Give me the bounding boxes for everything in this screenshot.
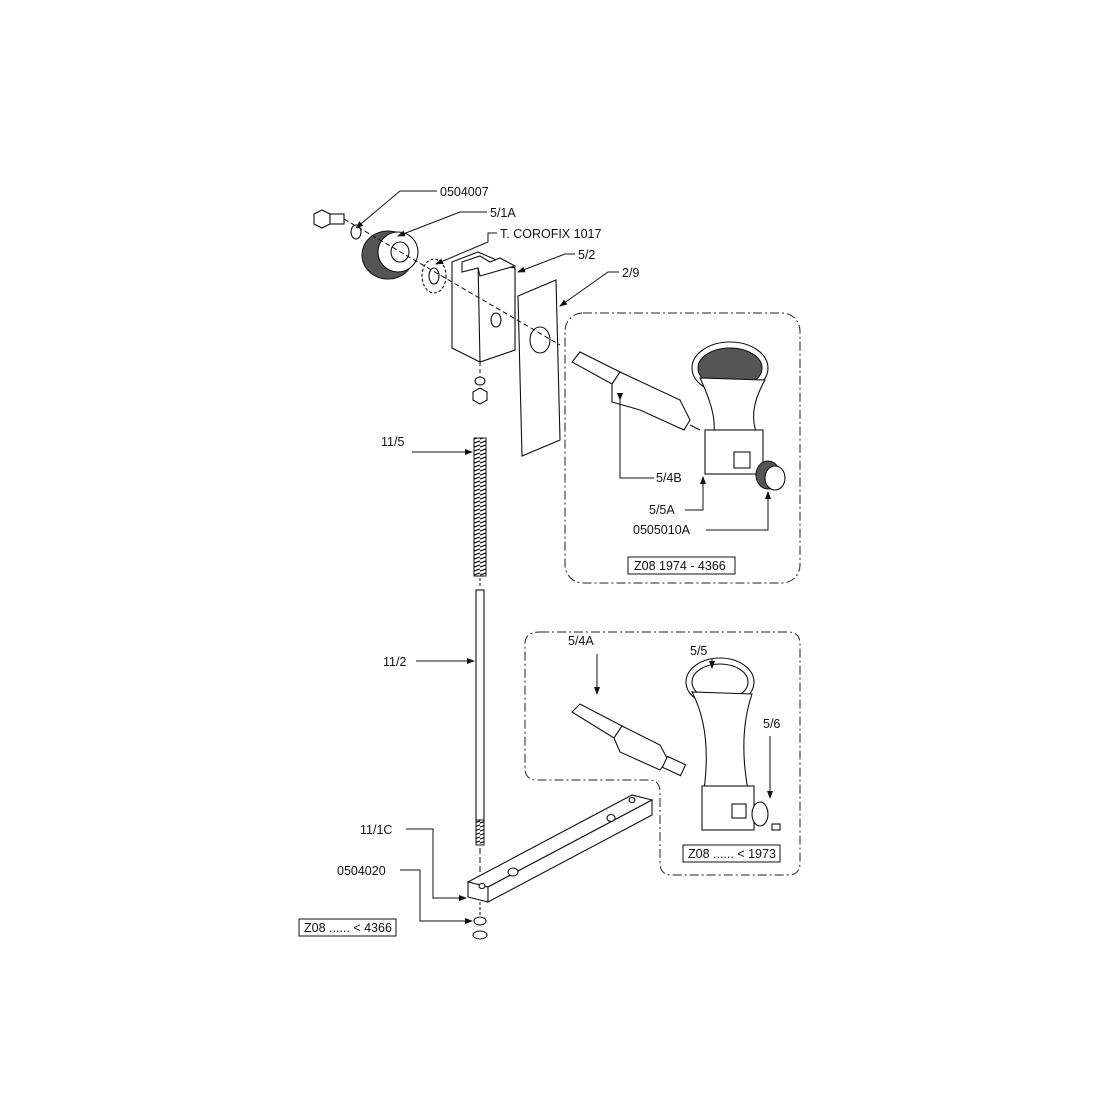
label-5-5a: 5/5A [649,503,675,517]
label-0504007: 0504007 [440,185,489,199]
version-box-lower: Z08 ...... < 1973 [688,847,776,861]
spring [473,437,487,577]
bar [466,794,654,903]
hex-nut [472,387,488,405]
upper-inset-frame [564,312,801,584]
label-5-4b: 5/4B [656,471,682,485]
lower-inset-frame [524,631,801,876]
label-5-4a: 5/4A [568,634,594,648]
label-0504020: 0504020 [337,864,386,878]
label-5-5: 5/5 [690,644,707,658]
block [451,251,517,363]
washer-5-6 [751,801,769,827]
version-box-upper: Z08 1974 - 4366 [634,559,726,573]
label-11-2: 11/2 [383,655,406,669]
label-5-2: 5/2 [578,248,595,262]
label-0505010a: 0505010A [633,523,691,537]
shaft-5-4b [571,351,701,431]
gear [361,230,419,280]
knob [755,460,786,491]
small-nut [474,376,486,386]
label-5-1a: 5/1A [490,206,516,220]
bolt [313,209,345,229]
label-2-9: 2/9 [622,266,639,280]
shaft-5-4a [571,703,687,777]
label-corofix: T. COROFIX 1017 [500,227,601,241]
screw [771,823,781,831]
version-box-main: Z08 ...... < 4366 [304,921,392,935]
bottom-nut [473,916,487,926]
plate [517,279,561,457]
handle-5-5 [685,657,755,831]
label-11-1c: 11/1C [360,823,392,837]
washer [350,224,362,240]
label-5-6: 5/6 [763,717,780,731]
label-11-5: 11/5 [381,435,404,449]
handle-5-5a [691,341,769,475]
rod [475,589,485,823]
